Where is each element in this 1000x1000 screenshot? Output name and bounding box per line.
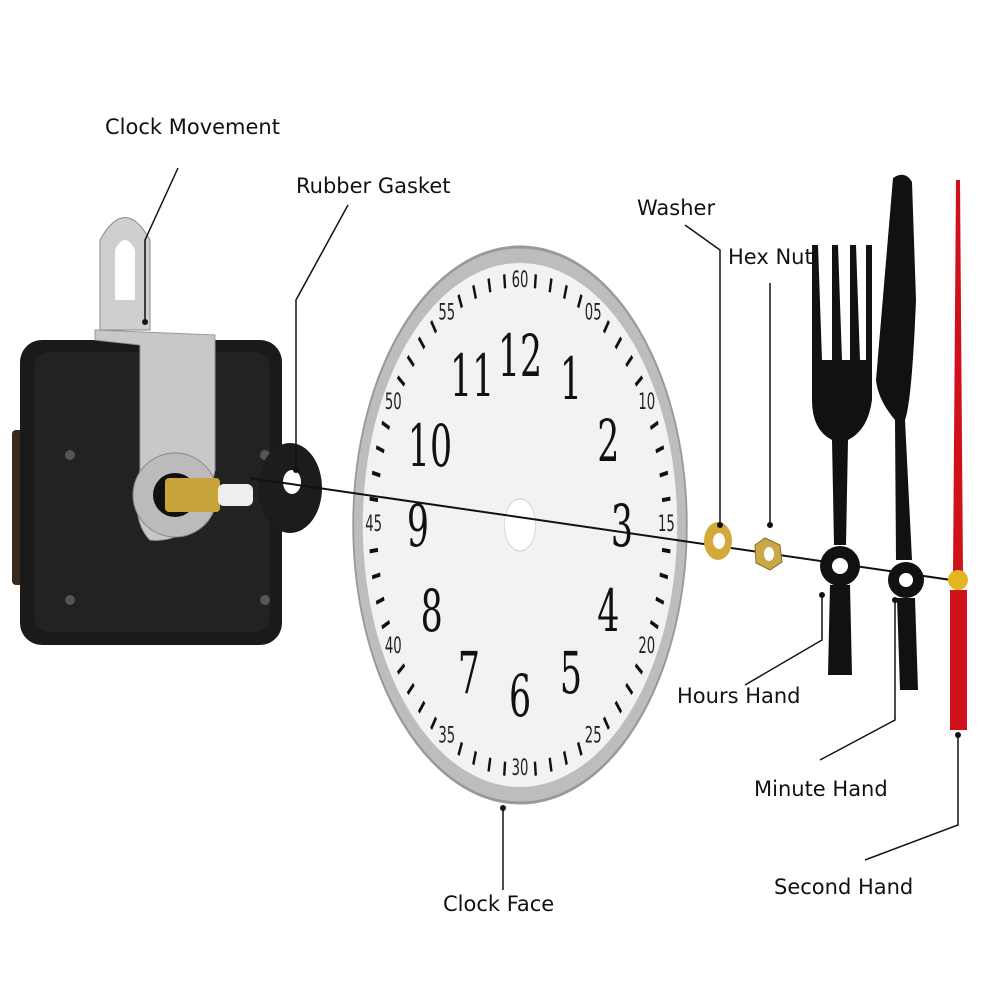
second-hand bbox=[948, 180, 968, 730]
minute-tick bbox=[649, 420, 659, 431]
label-clock-face: Clock Face bbox=[443, 892, 554, 916]
minute-tick bbox=[375, 596, 385, 605]
minute-tick bbox=[381, 619, 391, 630]
minute-number: 55 bbox=[438, 300, 455, 325]
minute-number: 20 bbox=[638, 634, 655, 659]
minute-tick bbox=[430, 716, 438, 731]
minute-tick bbox=[659, 572, 669, 580]
minute-tick bbox=[487, 757, 492, 772]
minute-tick bbox=[457, 741, 464, 757]
minute-hand bbox=[876, 174, 924, 690]
leader-lines bbox=[144, 167, 959, 890]
minute-tick bbox=[625, 682, 634, 696]
minute-tick bbox=[375, 445, 385, 454]
minute-number: 10 bbox=[638, 390, 655, 415]
minute-tick bbox=[503, 274, 507, 289]
label-clock-movement: Clock Movement bbox=[105, 115, 280, 139]
label-hex-nut: Hex Nut bbox=[728, 245, 813, 269]
label-washer: Washer bbox=[637, 196, 715, 220]
label-second-hand: Second Hand bbox=[774, 875, 913, 899]
minute-number: 35 bbox=[438, 723, 455, 748]
minute-tick bbox=[655, 596, 665, 605]
minute-tick bbox=[614, 700, 623, 714]
minute-tick bbox=[625, 354, 634, 368]
label-rubber-gasket: Rubber Gasket bbox=[296, 174, 451, 198]
hour-number: 7 bbox=[458, 641, 480, 708]
minute-tick bbox=[406, 682, 415, 696]
hours-hand bbox=[812, 245, 872, 675]
minute-tick bbox=[602, 319, 610, 334]
minute-number: 30 bbox=[512, 756, 529, 781]
minute-tick bbox=[503, 761, 507, 776]
hour-number: 8 bbox=[421, 579, 443, 646]
rubber-gasket bbox=[258, 443, 322, 533]
minute-tick bbox=[576, 741, 583, 757]
minute-tick bbox=[649, 619, 659, 630]
minute-tick bbox=[371, 572, 381, 580]
minute-number: 05 bbox=[585, 300, 602, 325]
minute-number: 40 bbox=[385, 634, 402, 659]
minute-number: 45 bbox=[365, 512, 382, 537]
minute-tick bbox=[472, 750, 478, 766]
minute-tick bbox=[371, 470, 381, 478]
hour-number: 11 bbox=[450, 344, 494, 411]
minute-tick bbox=[634, 663, 644, 675]
hour-number: 5 bbox=[560, 641, 582, 708]
minute-tick bbox=[381, 420, 391, 431]
minute-number: 15 bbox=[658, 512, 675, 537]
hour-number: 2 bbox=[597, 409, 619, 476]
minute-tick bbox=[602, 716, 610, 731]
minute-tick bbox=[634, 375, 644, 387]
hour-number: 12 bbox=[498, 324, 542, 391]
minute-tick bbox=[533, 274, 537, 289]
minute-tick bbox=[417, 336, 426, 350]
hour-number: 9 bbox=[407, 494, 429, 561]
minute-tick bbox=[576, 293, 583, 309]
minute-tick bbox=[396, 375, 406, 387]
minute-tick bbox=[396, 663, 406, 675]
minute-tick bbox=[548, 278, 553, 293]
minute-tick bbox=[614, 336, 623, 350]
minute-tick bbox=[487, 278, 492, 293]
minute-number: 60 bbox=[512, 268, 529, 293]
hour-number: 4 bbox=[597, 579, 619, 646]
hour-number: 6 bbox=[509, 664, 531, 731]
leader-dots bbox=[142, 319, 961, 811]
minute-tick bbox=[430, 319, 438, 334]
hour-number: 3 bbox=[611, 494, 633, 561]
minute-tick bbox=[417, 700, 426, 714]
minute-tick bbox=[533, 761, 537, 776]
label-hours-hand: Hours Hand bbox=[677, 684, 801, 708]
minute-number: 50 bbox=[385, 390, 402, 415]
minute-tick bbox=[369, 496, 379, 503]
hex-nut bbox=[754, 537, 783, 571]
minute-number: 25 bbox=[585, 723, 602, 748]
hour-number: 10 bbox=[408, 414, 452, 481]
clock-movement bbox=[12, 217, 282, 645]
minute-tick bbox=[548, 757, 553, 772]
minute-tick bbox=[661, 496, 671, 503]
label-minute-hand: Minute Hand bbox=[754, 777, 888, 801]
minute-tick bbox=[655, 445, 665, 454]
minute-tick bbox=[406, 354, 415, 368]
minute-tick bbox=[659, 470, 669, 478]
minute-tick bbox=[562, 284, 568, 300]
minute-tick bbox=[562, 750, 568, 766]
minute-tick bbox=[457, 293, 464, 309]
minute-tick bbox=[369, 547, 379, 554]
washer bbox=[704, 522, 732, 560]
minute-tick bbox=[472, 284, 478, 300]
minute-tick bbox=[661, 547, 671, 554]
hour-number: 1 bbox=[560, 347, 582, 414]
